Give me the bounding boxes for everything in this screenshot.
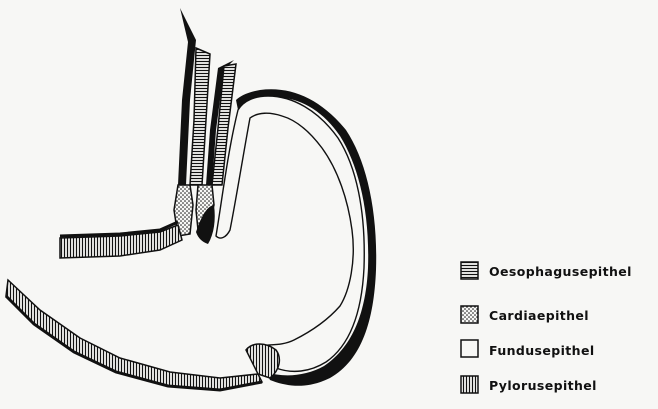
pylorus-strip-lower-edge bbox=[6, 296, 262, 390]
stomach-drawing bbox=[6, 8, 376, 390]
legend-label-fundus: Fundusepithel bbox=[489, 343, 595, 358]
pyloric-bulge bbox=[246, 344, 279, 378]
legend: Oesophagusepithel Cardiaepithel Fundusep… bbox=[461, 262, 632, 393]
legend-swatch-cardia bbox=[461, 306, 478, 323]
pylorus-strip-lower bbox=[6, 280, 262, 390]
legend-swatch-fundus bbox=[461, 340, 478, 357]
legend-swatch-oesophagus bbox=[461, 262, 478, 279]
legend-label-oesophagus: Oesophagusepithel bbox=[489, 264, 632, 279]
legend-swatch-pylorus bbox=[461, 376, 478, 393]
legend-label-cardia: Cardiaepithel bbox=[489, 308, 589, 323]
legend-label-pylorus: Pylorusepithel bbox=[489, 378, 597, 393]
